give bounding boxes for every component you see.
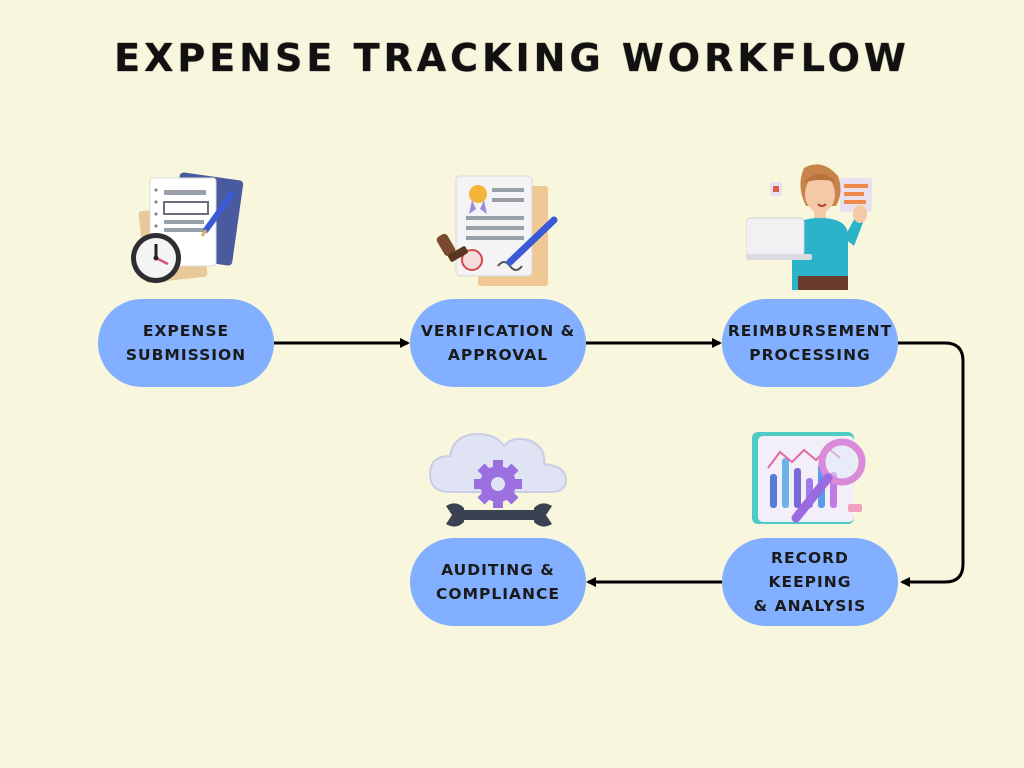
step-label: EXPENSE SUBMISSION xyxy=(125,322,247,364)
step-label: AUDITING & COMPLIANCE xyxy=(436,561,560,603)
arrow-reimbursement-to-record-keeping xyxy=(898,341,965,587)
step-auditing-compliance: AUDITING & COMPLIANCE xyxy=(410,538,586,626)
documents-clock-icon xyxy=(131,172,244,283)
step-label: REIMBURSEMENT PROCESSING xyxy=(727,322,893,364)
certificate-stamp-icon xyxy=(436,175,558,286)
step-verification-approval: VERIFICATION & APPROVAL xyxy=(410,299,586,387)
step-record-keeping-analysis: RECORD KEEPING & ANALYSIS xyxy=(722,538,898,626)
person-laptop-icon xyxy=(746,164,872,290)
chart-magnifier-icon xyxy=(752,432,866,524)
cloud-gear-wrench-icon xyxy=(428,432,568,527)
step-expense-submission: EXPENSE SUBMISSION xyxy=(98,299,274,387)
step-label: RECORD KEEPING & ANALYSIS xyxy=(753,549,867,615)
step-reimbursement-processing: REIMBURSEMENT PROCESSING xyxy=(722,299,898,387)
step-label: VERIFICATION & APPROVAL xyxy=(420,322,576,364)
page-title: EXPENSE TRACKING WORKFLOW xyxy=(114,36,910,80)
